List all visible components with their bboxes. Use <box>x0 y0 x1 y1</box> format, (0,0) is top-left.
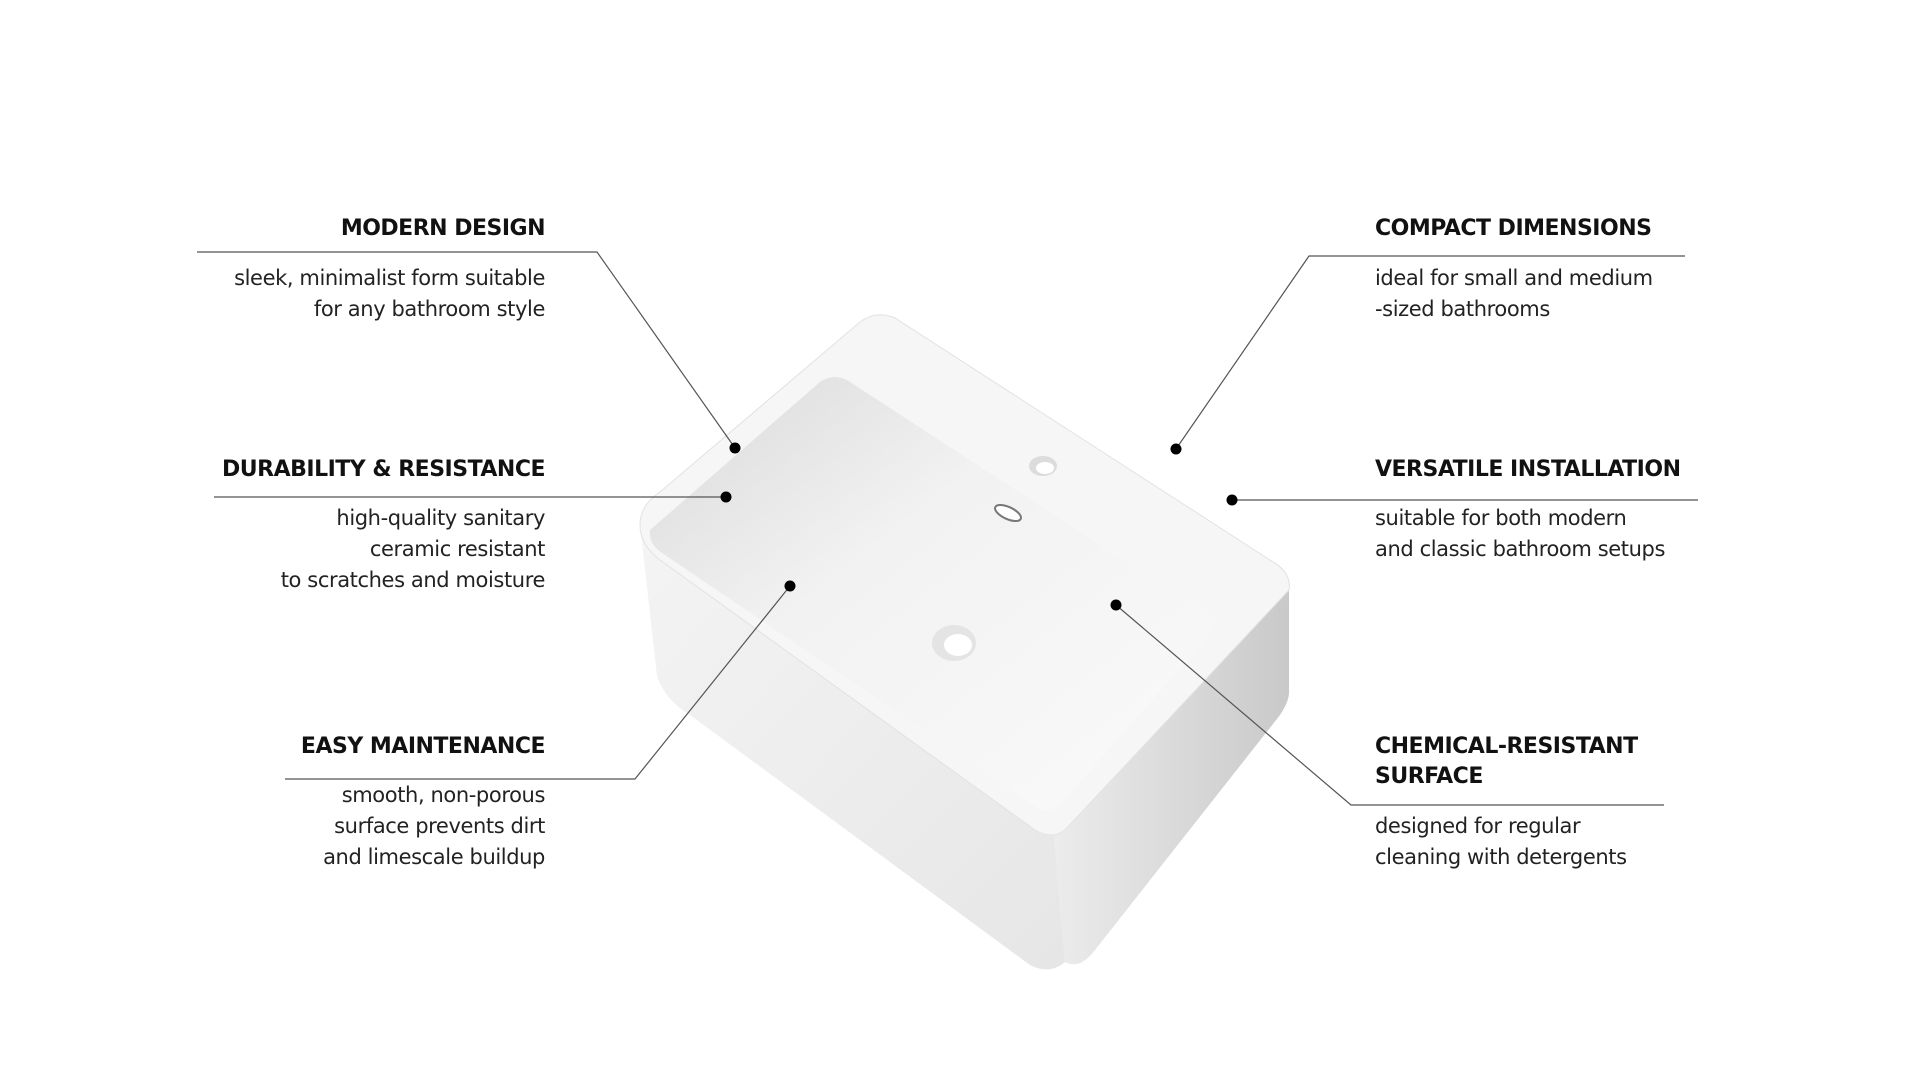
leader-chemical-resistant <box>1115 604 1664 806</box>
modern-design-title: MODERN DESIGN <box>340 216 546 241</box>
easy-maintenance-desc: smooth, non-porous surface prevents dirt… <box>323 783 545 869</box>
sink-right-side <box>1053 585 1290 965</box>
dot-chemical-resistant <box>1110 599 1122 611</box>
durability-desc: high-quality sanitary ceramic resistant … <box>280 506 546 592</box>
versatile-installation-desc: suitable for both modern and classic bat… <box>1375 506 1665 561</box>
chemical-resistant-desc: designed for regular cleaning with deter… <box>1375 814 1627 869</box>
leader-modern-design <box>197 251 736 449</box>
modern-design-desc: sleek, minimalist form suitable for any … <box>234 266 545 321</box>
easy-maintenance-title: EASY MAINTENANCE <box>300 734 546 759</box>
durability-title: DURABILITY & RESISTANCE <box>222 457 545 482</box>
compact-dimensions-title: COMPACT DIMENSIONS <box>1375 216 1652 241</box>
sink-basin <box>649 377 1211 811</box>
leader-compact-dimensions <box>1175 255 1685 450</box>
versatile-installation-title: VERSATILE INSTALLATION <box>1375 457 1681 482</box>
overflow <box>994 503 1022 523</box>
dot-versatile-installation <box>1226 494 1238 506</box>
sink-left-side <box>640 525 1065 970</box>
dot-durability <box>720 491 732 503</box>
compact-dimensions-desc: ideal for small and medium -sized bathro… <box>1375 266 1653 321</box>
chemical-resistant-title: CHEMICAL-RESISTANT SURFACE <box>1375 734 1638 789</box>
dot-modern-design <box>729 442 741 454</box>
dot-easy-maintenance <box>784 580 796 592</box>
leader-easy-maintenance <box>285 585 791 780</box>
dot-compact-dimensions <box>1170 443 1182 455</box>
